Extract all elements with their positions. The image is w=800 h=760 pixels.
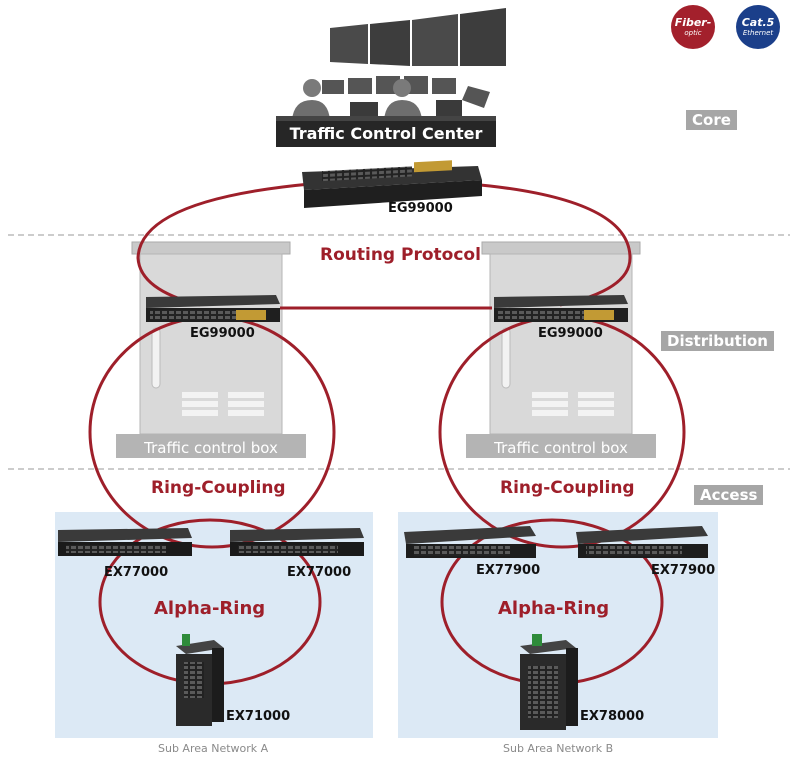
cat5-badge-line2: Ethernet: [742, 29, 774, 37]
core-switch-eg99000: [302, 160, 482, 208]
access-switch-ex77900-right: [576, 526, 708, 558]
tier-core-label: Core: [686, 110, 737, 130]
core-switch-model: EG99000: [388, 201, 453, 216]
traffic-control-box-left-label: Traffic control box: [144, 439, 278, 457]
subnet-a-left-switch-label: EX77000: [104, 565, 169, 580]
distribution-right-model: EG99000: [538, 326, 603, 341]
routing-ring-left: [136, 182, 311, 307]
ring-coupling-left-label: Ring-Coupling: [151, 478, 286, 498]
distribution-switch-left: [146, 295, 280, 322]
routing-ring-right: [469, 182, 632, 307]
distribution-left-model: EG99000: [190, 326, 255, 341]
video-wall-icon: [322, 8, 506, 108]
traffic-control-box-right: [466, 241, 656, 458]
access-switch-ex77000-right: [230, 528, 364, 556]
traffic-control-box-right-label: Traffic control box: [494, 439, 628, 457]
distribution-switch-right: [494, 295, 628, 322]
subnet-b-ring-label: Alpha-Ring: [498, 598, 610, 619]
access-switch-ex77000-left: [58, 528, 192, 556]
subnet-b-caption: Sub Area Network B: [503, 742, 614, 755]
fiber-badge-line2: optic: [684, 29, 702, 37]
subnet-a-caption: Sub Area Network A: [158, 742, 269, 755]
traffic-control-center-label: Traffic Control Center: [276, 121, 496, 147]
ring-coupling-right-label: Ring-Coupling: [500, 478, 635, 498]
industrial-switch-ex71000: [176, 634, 224, 726]
subnet-a-right-switch-label: EX77000: [287, 565, 352, 580]
subnet-b-right-switch-label: EX77900: [651, 563, 716, 578]
subnet-b-left-switch-label: EX77900: [476, 563, 541, 578]
routing-protocol-label: Routing Protocol: [320, 245, 481, 265]
subnet-a-bottom-switch-label: EX71000: [226, 709, 291, 724]
industrial-switch-ex78000: [520, 634, 578, 730]
fiber-optic-badge: Fiber- optic: [671, 5, 715, 49]
tier-access-label: Access: [694, 485, 764, 505]
fiber-badge-line1: Fiber-: [674, 16, 712, 29]
subnet-a-ring-label: Alpha-Ring: [154, 598, 266, 619]
access-switch-ex77900-left: [404, 526, 536, 558]
operators-icon: [276, 79, 496, 122]
tier-distribution-label: Distribution: [661, 331, 774, 351]
cat5-ethernet-badge: Cat.5 Ethernet: [736, 5, 780, 49]
subnet-b-bottom-switch-label: EX78000: [580, 709, 645, 724]
cat5-badge-line1: Cat.5: [741, 16, 775, 29]
traffic-control-box-left: [116, 241, 306, 458]
